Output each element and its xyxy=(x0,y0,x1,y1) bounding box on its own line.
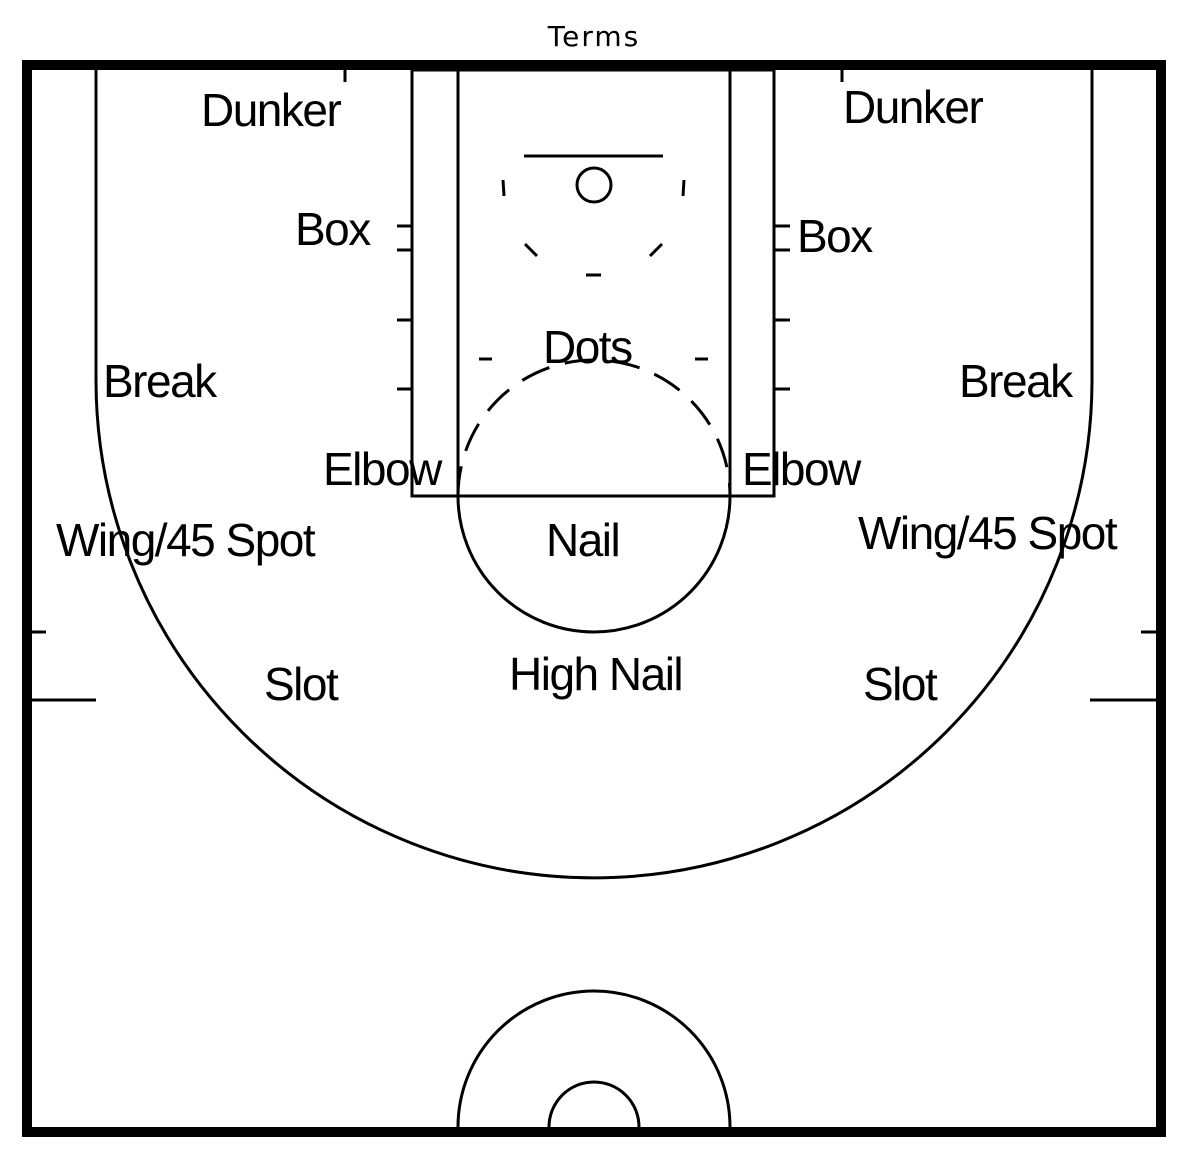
label-slot-right: Slot xyxy=(863,658,938,710)
restricted-dash-4 xyxy=(648,242,664,258)
free-throw-circle-solid xyxy=(456,495,732,634)
label-elbow-right: Elbow xyxy=(742,443,862,495)
label-dunker-left: Dunker xyxy=(201,84,341,136)
label-dots: Dots xyxy=(543,321,632,373)
label-box-left: Box xyxy=(295,203,371,255)
label-elbow-left: Elbow xyxy=(323,443,443,495)
label-slot-left: Slot xyxy=(264,658,339,710)
lane-outer xyxy=(410,68,776,498)
label-wing-right: Wing/45 Spot xyxy=(858,507,1118,559)
center-circle-outer xyxy=(456,989,732,1128)
diagram-title: Terms xyxy=(547,20,640,53)
label-dunker-right: Dunker xyxy=(843,81,983,133)
free-throw-circle-dashed xyxy=(456,358,732,497)
label-break-left: Break xyxy=(103,355,218,407)
label-nail: Nail xyxy=(546,514,619,566)
label-high-nail: High Nail xyxy=(509,648,682,700)
center-circle-inner xyxy=(547,1080,641,1128)
label-box-right: Box xyxy=(797,210,873,262)
restricted-dash-2 xyxy=(681,179,686,197)
three-point-line xyxy=(94,70,1094,880)
hoop xyxy=(575,166,613,204)
court-boundary xyxy=(22,60,1166,1137)
label-wing-left: Wing/45 Spot xyxy=(56,514,316,566)
label-break-right: Break xyxy=(959,355,1074,407)
restricted-dash-1 xyxy=(501,179,506,197)
restricted-dash-3 xyxy=(523,242,539,258)
